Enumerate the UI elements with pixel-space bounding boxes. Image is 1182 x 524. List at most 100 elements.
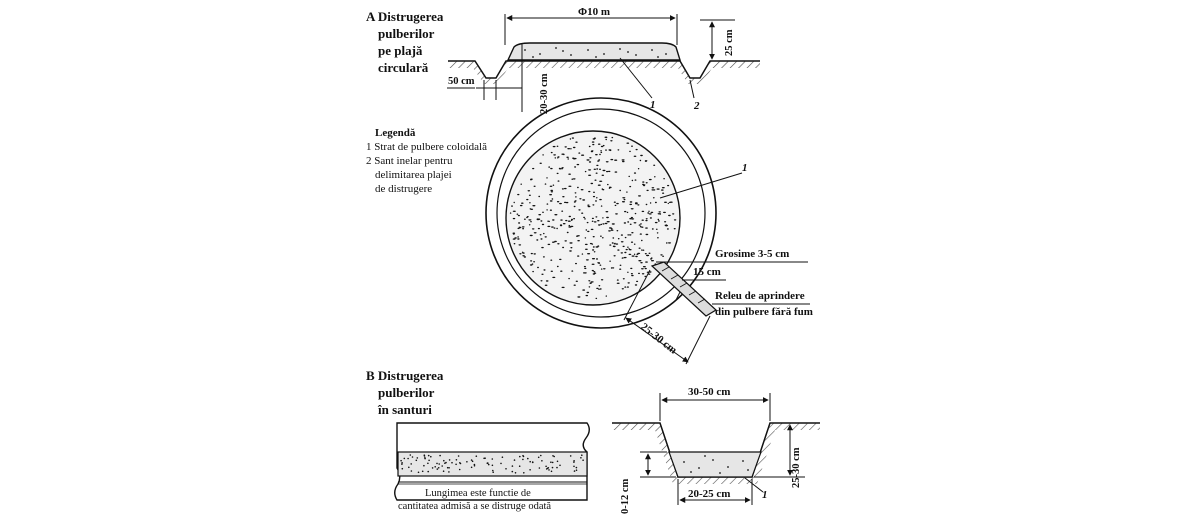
stipple-dot [561, 167, 564, 169]
stipple-dot [634, 212, 637, 215]
stipple-dot [550, 191, 554, 193]
stipple-dot [629, 203, 633, 206]
stipple-dot [519, 204, 523, 207]
stipple-dot [633, 172, 637, 174]
stipple-dot [451, 461, 453, 464]
stipple-dot [602, 189, 605, 191]
stipple-dot [437, 467, 440, 469]
stipple-dot [483, 457, 485, 460]
stipple-dot [455, 459, 458, 461]
stipple-dot [521, 202, 524, 204]
stipple-dot [575, 280, 578, 282]
stipple-dot [597, 224, 601, 226]
stipple-dot [615, 213, 618, 215]
stipple-dot [673, 219, 677, 221]
stipple-dot [566, 231, 569, 234]
stipple-dot [546, 209, 548, 211]
stipple-dot [626, 211, 629, 214]
stipple-dot [537, 266, 539, 269]
trench-marker-1: 1 [762, 489, 768, 501]
stipple-dot [668, 214, 671, 217]
stipple-dot [541, 223, 545, 226]
trench-depth: 25-30 cm [791, 447, 802, 488]
stipple-dot [401, 463, 403, 465]
stipple-dot [491, 464, 494, 467]
stipple-dot [622, 278, 625, 280]
stipple-dot [629, 201, 633, 203]
stipple-dot [487, 463, 490, 466]
stipple-dot [621, 160, 625, 163]
stipple-dot [448, 467, 450, 469]
stipple-dot [551, 466, 554, 469]
outer-trench-ring [485, 97, 717, 329]
stipple-dot [641, 249, 643, 251]
mound-stipple [524, 47, 667, 58]
stipple-dot [605, 295, 607, 297]
stipple-dot [427, 470, 430, 473]
stipple-dot [582, 289, 586, 291]
stipple-dot [573, 218, 576, 220]
stipple-dot [532, 205, 536, 207]
stipple-dot [470, 466, 473, 469]
stipple-dot [568, 173, 571, 175]
trench-powder [668, 451, 762, 478]
stipple-dot [666, 228, 669, 230]
stipple-dot [584, 237, 587, 239]
stipple-dot [471, 460, 474, 463]
stipple-dot [519, 455, 521, 458]
stipple-dot [572, 146, 576, 149]
stipple-dot [573, 284, 576, 286]
legend-item: de distrugere [375, 183, 432, 195]
stipple-dot [614, 204, 617, 207]
stipple-dot [532, 270, 534, 273]
stipple-dot [556, 460, 559, 463]
stipple-dot [672, 213, 675, 215]
stipple-dot [569, 455, 572, 457]
stipple-dot [626, 286, 629, 288]
stipple-dot [613, 201, 616, 203]
stipple-dot [537, 456, 540, 459]
stipple-dot [627, 282, 630, 284]
stipple-dot [538, 195, 541, 198]
stipple-dot [512, 210, 516, 212]
stipple-dot [544, 183, 547, 185]
stipple-dot [570, 148, 572, 150]
stipple-dot [576, 163, 580, 166]
stipple-dot [584, 170, 587, 173]
stipple-dot [459, 462, 461, 464]
stipple-dot [571, 137, 575, 139]
stipple-dot [623, 210, 627, 213]
legend-item: delimitarea plajei [375, 169, 452, 181]
stipple-dot [570, 225, 574, 228]
stipple-dot [561, 153, 565, 155]
stipple-dot [626, 142, 630, 144]
stipple-dot [637, 168, 640, 170]
stipple-dot [602, 217, 604, 219]
relay-label-line: din pulbere fără fum [715, 306, 813, 318]
plan-length: 25-30 cm [638, 321, 679, 357]
stipple-dot [569, 250, 572, 252]
stipple-dot [540, 280, 543, 282]
stipple-dot [612, 237, 615, 239]
stipple-dot [590, 281, 594, 283]
stipple-dot [556, 201, 560, 203]
stipple-dot [616, 202, 619, 205]
powder-mound [506, 42, 681, 61]
stipple-dot [640, 154, 643, 157]
stipple-dot [622, 201, 626, 203]
stipple-dot [599, 264, 602, 266]
section-b-title-line: pulberilor [378, 385, 435, 400]
marker-2: 2 [693, 100, 700, 112]
stipple-dot [491, 458, 494, 460]
stipple-dot [401, 467, 404, 470]
section-a-title-line: A Distrugerea [366, 9, 444, 24]
stipple-dot [529, 264, 533, 266]
dim-depth: 25 cm [724, 29, 735, 56]
section-a-title-line: pulberilor [378, 26, 435, 41]
stipple-dot [597, 184, 601, 186]
stipple-dot [582, 459, 584, 462]
stipple-dot [554, 214, 558, 216]
stipple-dot [657, 220, 660, 222]
plan-width: 15 cm [693, 266, 721, 278]
stipple-dot [556, 145, 559, 147]
